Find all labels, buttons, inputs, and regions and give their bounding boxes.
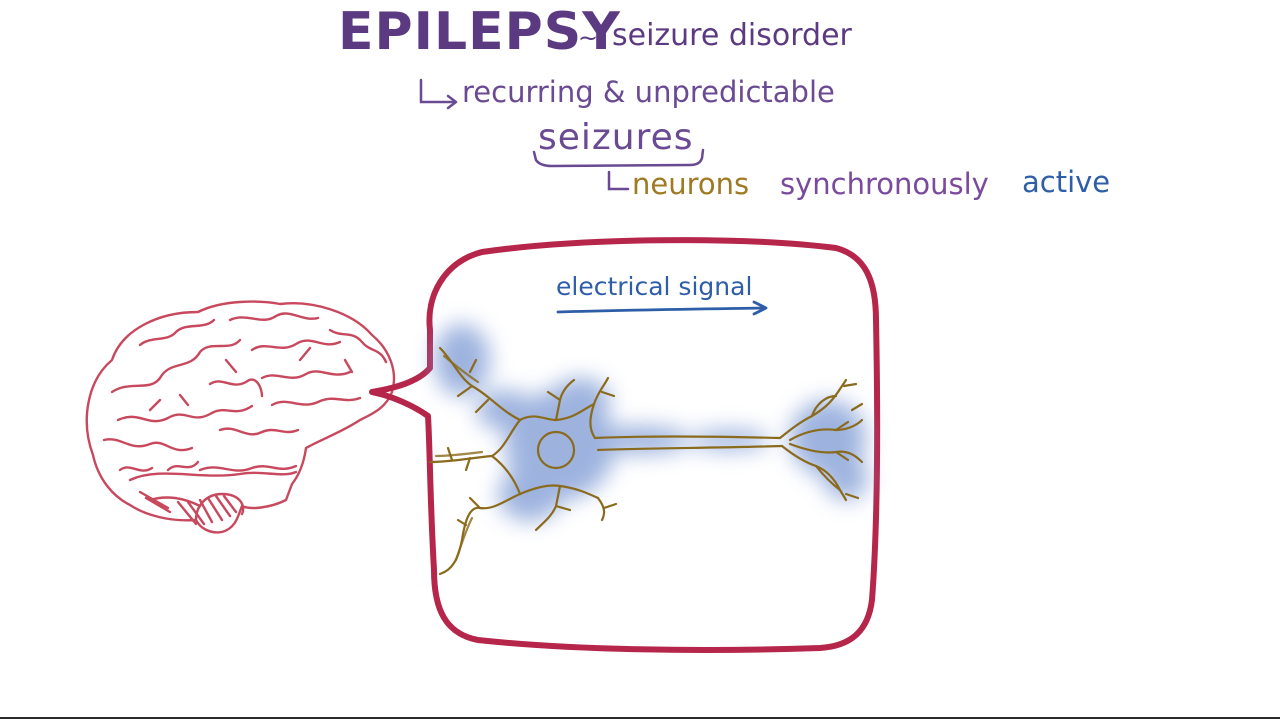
page-title: EPILEPSY xyxy=(338,2,621,62)
explanation-neurons: neurons xyxy=(632,167,750,201)
keyword-seizures: seizures xyxy=(538,117,694,158)
explanation-connector xyxy=(607,170,630,191)
title-tilde: ~ xyxy=(578,24,599,52)
zoom-callout-box xyxy=(369,237,881,653)
seizures-underline xyxy=(532,148,705,168)
signal-label: electrical signal xyxy=(556,272,753,301)
brain-illustration xyxy=(85,300,396,534)
explanation-synchronously: synchronously xyxy=(780,167,989,201)
neuron-illustration xyxy=(428,346,864,576)
subline-text: recurring & unpredictable xyxy=(462,75,835,109)
title-definition: seizure disorder xyxy=(612,18,852,53)
subline-arrow-icon xyxy=(419,78,457,104)
explanation-active: active xyxy=(1022,165,1111,199)
signal-arrow-icon xyxy=(556,306,766,314)
